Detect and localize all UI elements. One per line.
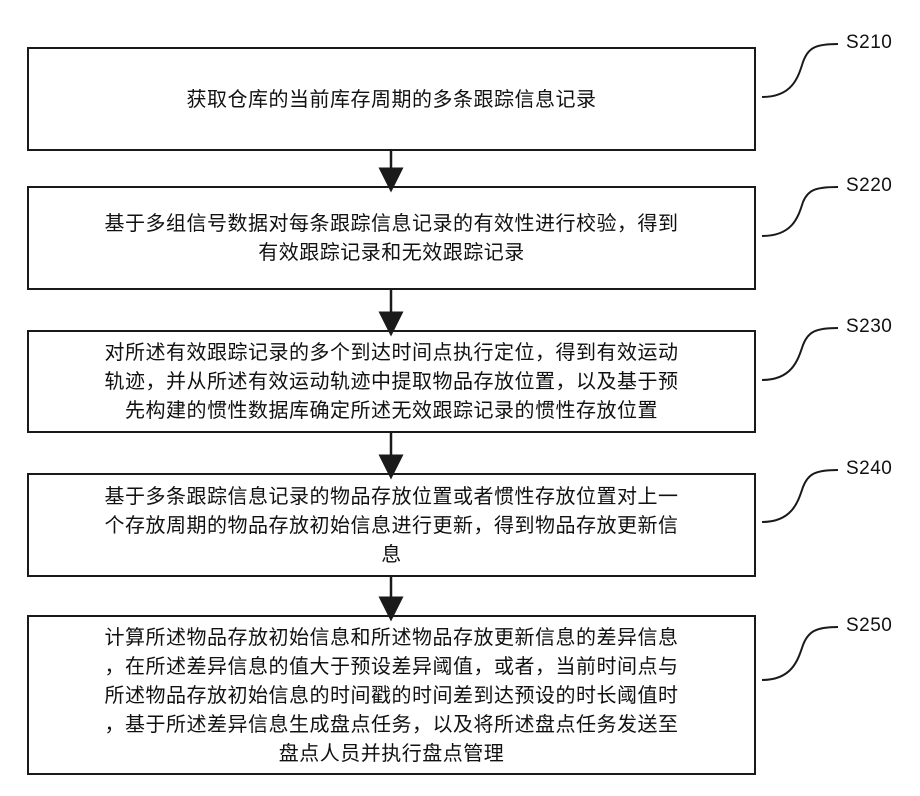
leader-s230 xyxy=(762,328,838,380)
step-label-s240: S240 xyxy=(846,458,892,480)
leader-s220 xyxy=(762,187,838,236)
step-label-s220: S220 xyxy=(846,175,892,197)
leader-s210 xyxy=(762,44,838,97)
leader-s240 xyxy=(762,470,838,522)
step-label-s250: S250 xyxy=(846,615,892,637)
leader-s250 xyxy=(762,627,838,680)
step-label-s230: S230 xyxy=(846,316,892,338)
step-label-s210: S210 xyxy=(846,32,892,54)
